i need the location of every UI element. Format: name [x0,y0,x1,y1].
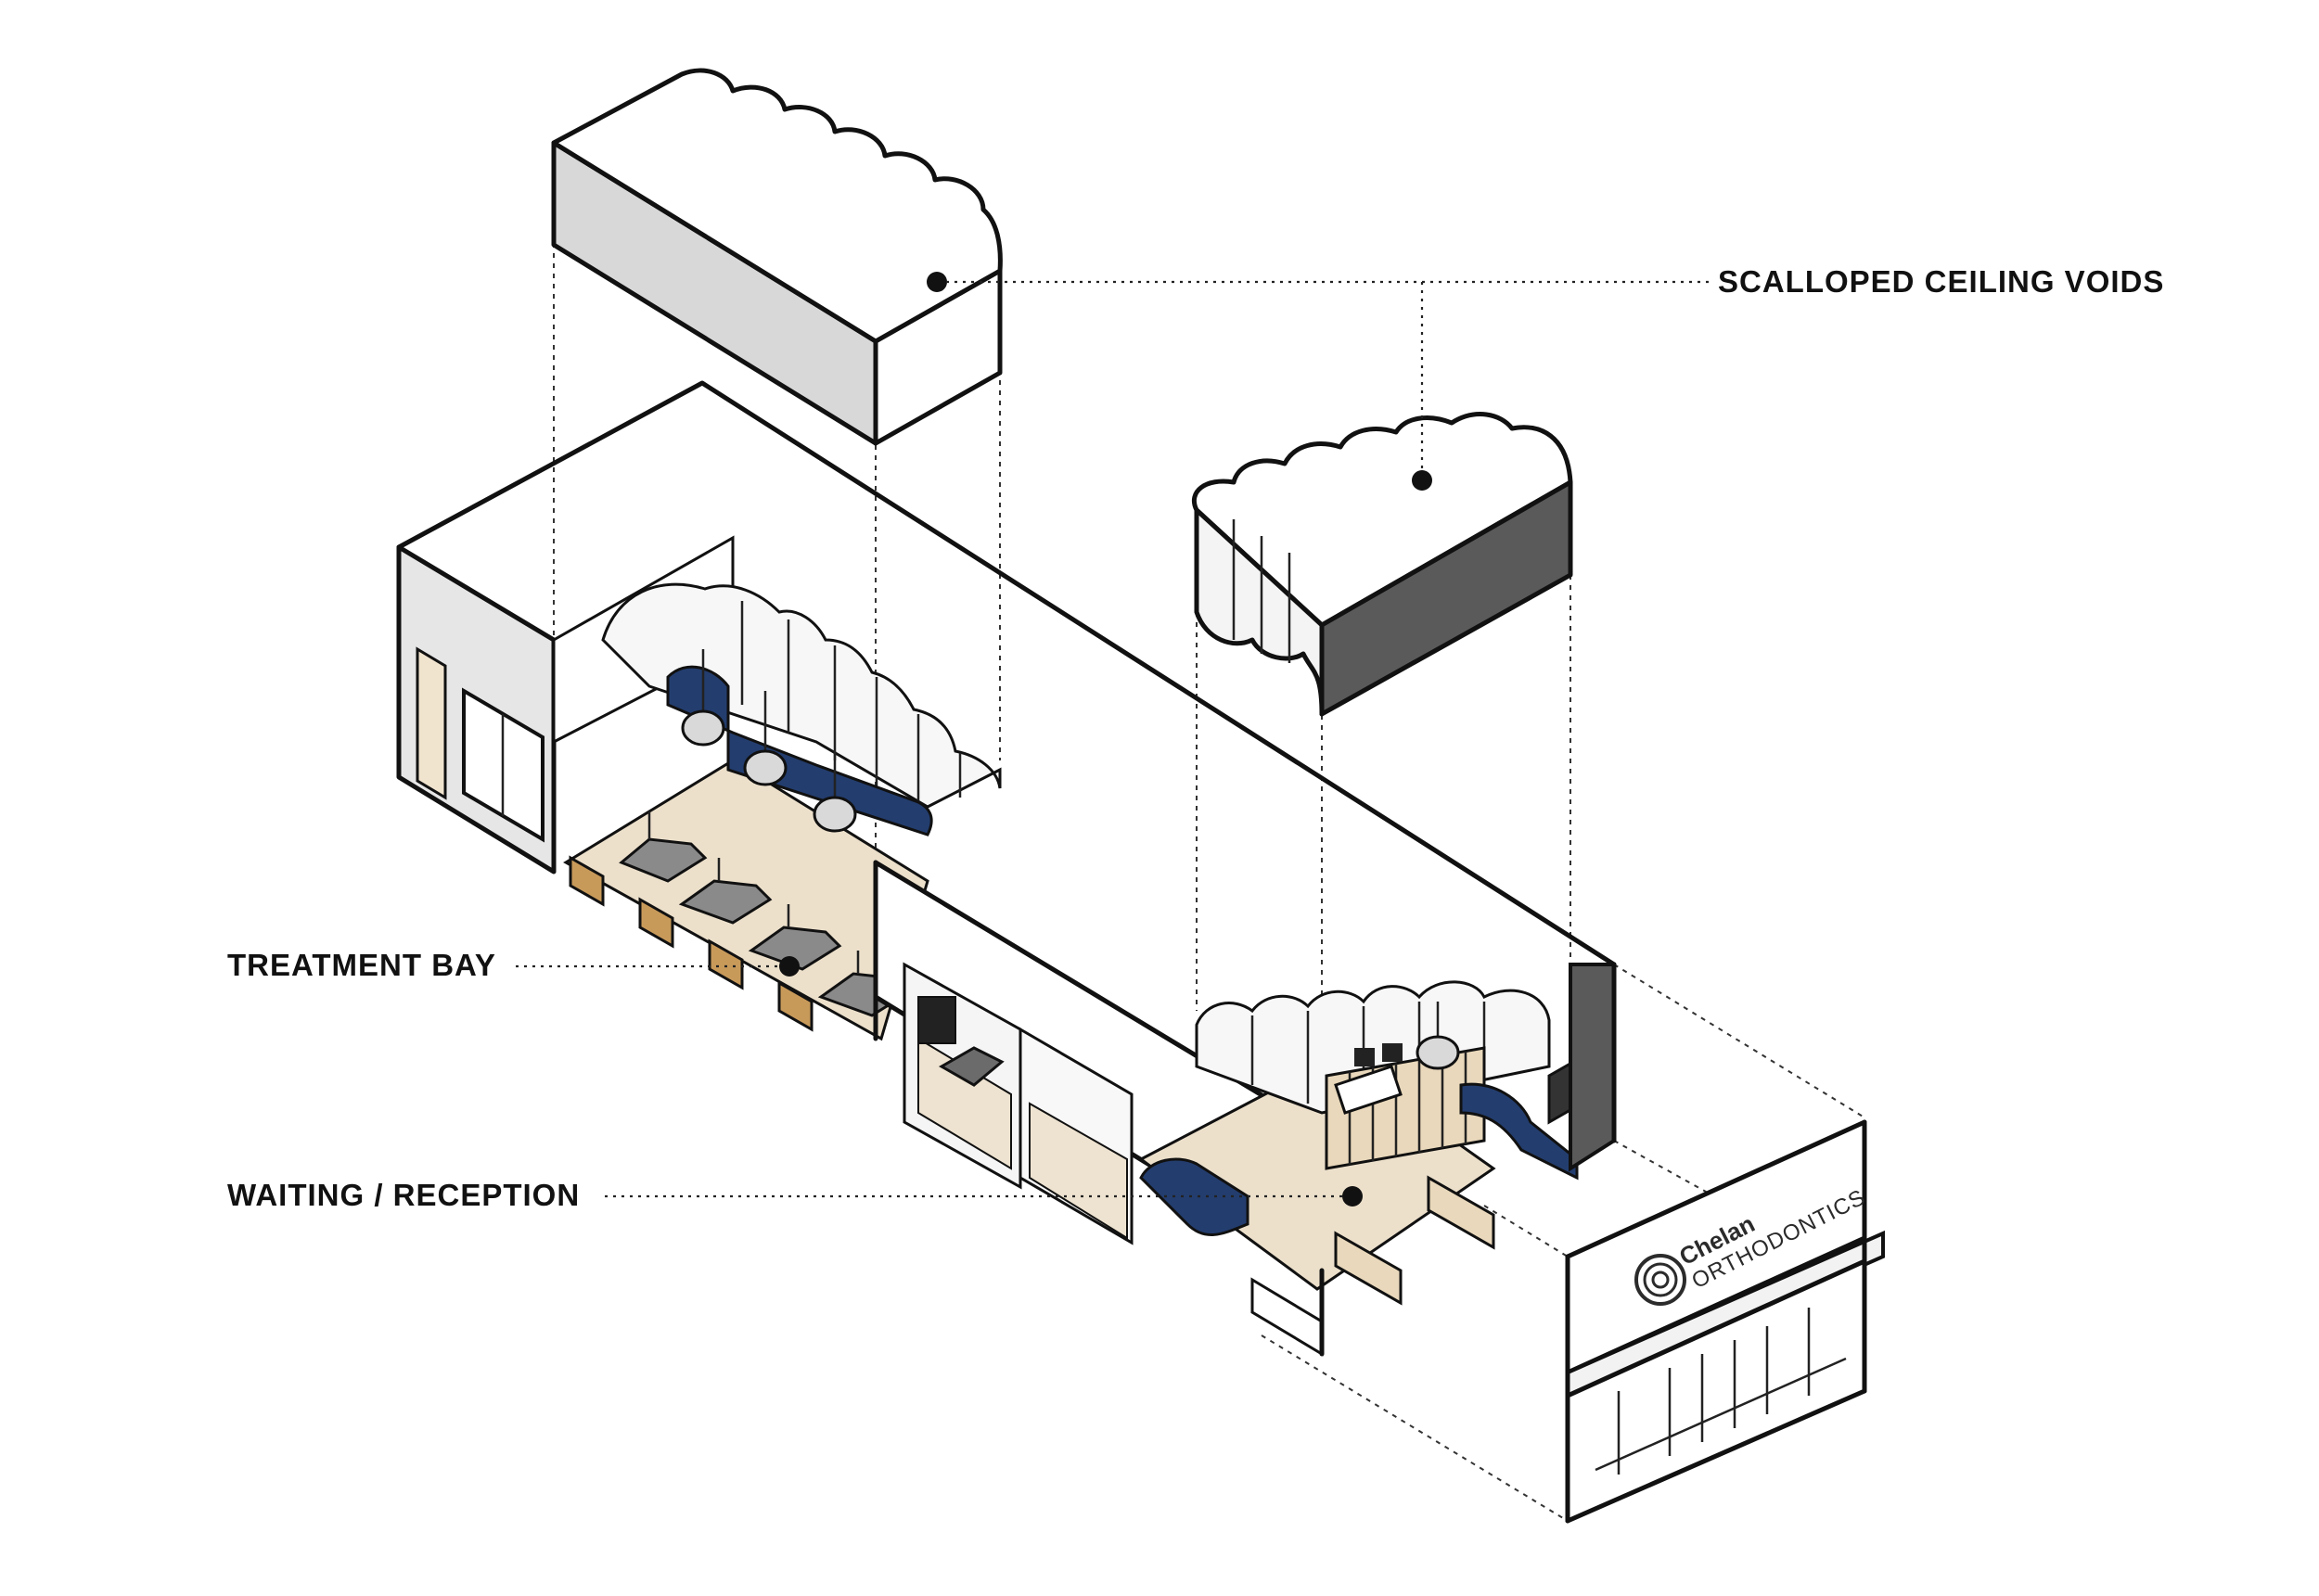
treatment-cabinets [569,855,814,1032]
callout-treatment: TREATMENT BAY [227,948,800,982]
scalloped-label: SCALLOPED CEILING VOIDS [1718,264,2164,299]
treatment-label: TREATMENT BAY [227,948,496,982]
callout-dot-treatment [779,956,800,977]
callout-waiting: WAITING / RECEPTION [227,1178,1363,1212]
building-shell [396,380,1617,1357]
storefront-facade: Chelan ORTHODONTICS [1565,1119,1885,1524]
callout-dot-waiting [1342,1186,1363,1207]
ceiling-void-left [551,68,1003,446]
callout-dot-right-void [1412,470,1432,491]
callout-dot-left-void [927,272,947,292]
brand-logo [1634,1254,1686,1306]
waiting-label: WAITING / RECEPTION [227,1178,580,1212]
ceiling-void-right [1192,412,1573,717]
pendant-lamps [681,649,857,833]
callout-scalloped: SCALLOPED CEILING VOIDS [927,264,2164,491]
